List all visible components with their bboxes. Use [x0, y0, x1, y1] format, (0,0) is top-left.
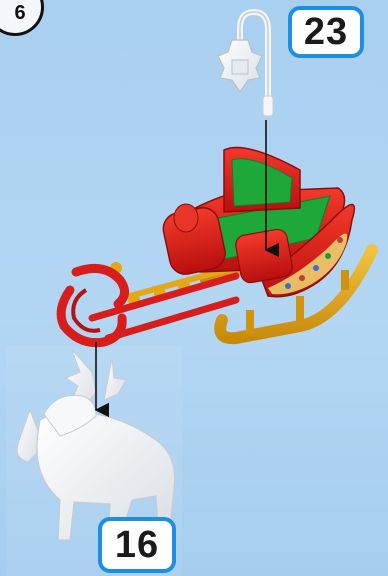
part-callout-16-number: 16 [115, 524, 159, 567]
lantern-post-part [218, 12, 273, 116]
part-callout-16: 16 [98, 517, 176, 573]
part-callout-23: 23 [288, 6, 364, 58]
part-callout-23-number: 23 [304, 11, 348, 54]
sleigh-body-part [160, 148, 354, 297]
